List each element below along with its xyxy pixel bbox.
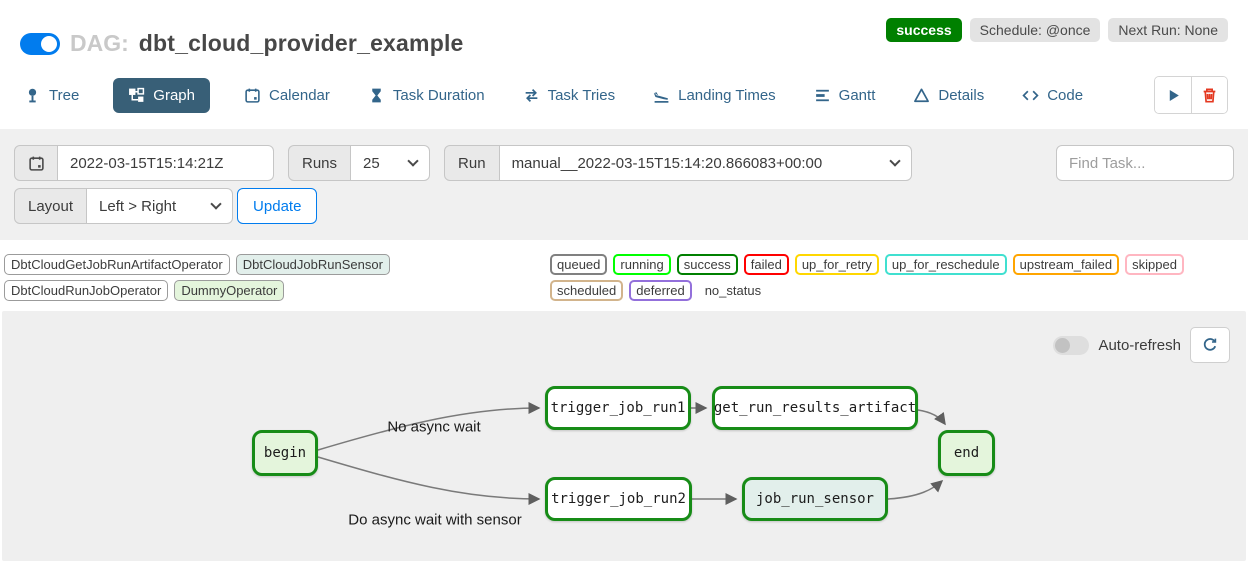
status-badge-deferred: deferred — [629, 280, 692, 301]
view-tabbar: Tree Graph Calendar Task Duration Task Tries… — [0, 75, 1248, 115]
edge-job_run_sensor-to-end — [887, 480, 944, 500]
tab-label: Gantt — [838, 86, 876, 104]
dag-graph-canvas: Auto-refresh begin trigger_job_run1 get_ru… — [2, 311, 1246, 561]
status-badge-up_for_reschedule: up_for_reschedule — [884, 254, 1007, 275]
toggle-knob — [1055, 337, 1071, 353]
task-node-begin[interactable]: begin — [252, 430, 318, 476]
tab-details[interactable]: Details — [909, 78, 988, 113]
status-badge-success: success — [676, 254, 738, 275]
trigger-dag-button[interactable] — [1155, 77, 1191, 113]
refresh-button[interactable] — [1190, 327, 1230, 363]
task-node-trigger_job_run1[interactable]: trigger_job_run1 — [545, 386, 691, 430]
dag-prefix-label: DAG: — [70, 30, 129, 56]
tab-label: Task Tries — [547, 86, 616, 104]
trash-icon — [1203, 87, 1216, 103]
runs-count-select[interactable]: 25 — [351, 145, 431, 181]
auto-refresh-label: Auto-refresh — [1098, 336, 1181, 354]
update-button[interactable]: Update — [237, 188, 318, 224]
chevron-down-icon — [210, 198, 222, 210]
graph-icon — [128, 87, 145, 104]
schedule-badge: Schedule: @once — [969, 18, 1101, 42]
details-icon — [913, 87, 930, 104]
runs-count-value: 25 — [363, 154, 380, 172]
tab-label: Graph — [153, 86, 195, 104]
tab-label: Task Duration — [392, 86, 485, 104]
calendar-icon — [244, 87, 261, 104]
refresh-icon — [1203, 338, 1217, 351]
status-badge: success — [886, 18, 962, 42]
tab-graph[interactable]: Graph — [113, 77, 210, 113]
task-node-job_run_sensor[interactable]: job_run_sensor — [742, 477, 888, 521]
toggle-knob — [41, 35, 57, 52]
dag-header: DAG: dbt_cloud_provider_example success … — [0, 0, 1248, 57]
tab-task-tries[interactable]: Task Tries — [519, 78, 620, 113]
play-icon — [1169, 89, 1179, 101]
tab-label: Details — [938, 86, 985, 104]
runs-label: Runs — [288, 145, 352, 181]
chevron-down-icon — [407, 155, 419, 167]
status-badge-no_status: no_status — [704, 283, 762, 298]
repeat-icon — [523, 87, 540, 104]
edge-get_run_results_artifact-to-end — [917, 409, 946, 426]
dag-pause-toggle[interactable] — [20, 32, 60, 55]
tab-task-duration[interactable]: Task Duration — [364, 78, 489, 113]
tab-label: Landing Times — [678, 86, 776, 104]
header-badges: success Schedule: @once Next Run: None — [886, 18, 1228, 42]
task-node-end[interactable]: end — [938, 430, 995, 476]
tab-tree[interactable]: Tree — [20, 78, 83, 113]
layout-select-value: Left > Right — [99, 197, 177, 215]
next-run-badge: Next Run: None — [1108, 18, 1228, 42]
delete-dag-button[interactable] — [1191, 77, 1227, 113]
plane-landing-icon — [653, 87, 670, 104]
run-select-value: manual__2022-03-15T15:14:20.866083+00:00 — [511, 154, 823, 172]
graph-edges — [317, 402, 946, 505]
filter-bar: Runs 25 Run manual__2022-03-15T15:14:20.… — [0, 129, 1248, 240]
edge-label: Do async wait with sensor — [348, 511, 522, 529]
tree-icon — [24, 87, 41, 104]
dag-action-buttons — [1154, 76, 1228, 114]
hourglass-icon — [368, 87, 385, 104]
status-badge-scheduled: scheduled — [550, 280, 624, 301]
execution-date-input[interactable] — [58, 145, 274, 181]
status-badge-up_for_retry: up_for_retry — [794, 254, 879, 275]
status-badge-running: running — [613, 254, 671, 275]
task-node-trigger_job_run2[interactable]: trigger_job_run2 — [545, 477, 692, 521]
code-icon — [1022, 87, 1039, 104]
calendar-icon — [28, 156, 44, 171]
layout-select[interactable]: Left > Right — [87, 188, 234, 224]
refresh-controls: Auto-refresh — [1053, 327, 1230, 363]
page-title: dbt_cloud_provider_example — [138, 30, 464, 56]
layout-label: Layout — [14, 188, 88, 224]
gantt-icon — [814, 87, 831, 104]
status-badge-upstream_failed: upstream_failed — [1012, 254, 1120, 275]
date-picker-button[interactable] — [14, 145, 58, 181]
tab-calendar[interactable]: Calendar — [240, 78, 334, 113]
find-task-input[interactable] — [1056, 145, 1234, 181]
status-badge-skipped: skipped — [1125, 254, 1184, 275]
run-label: Run — [444, 145, 500, 181]
edge-begin-to-trigger_job_run1 — [317, 402, 541, 451]
tab-landing-times[interactable]: Landing Times — [649, 78, 780, 113]
status-badge-queued: queued — [550, 254, 608, 275]
operator-badge: DummyOperator — [174, 280, 285, 301]
status-badge-failed: failed — [743, 254, 789, 275]
operator-badge: DbtCloudGetJobRunArtifactOperator — [4, 254, 230, 275]
tab-label: Code — [1047, 86, 1084, 104]
task-node-get_run_results_artifact[interactable]: get_run_results_artifact — [712, 386, 918, 430]
tab-gantt[interactable]: Gantt — [810, 78, 880, 113]
operator-badge: DbtCloudJobRunSensor — [235, 254, 390, 275]
operator-badge: DbtCloudRunJobOperator — [4, 280, 169, 301]
tab-code[interactable]: Code — [1018, 78, 1087, 113]
chevron-down-icon — [888, 155, 901, 167]
auto-refresh-toggle[interactable] — [1053, 335, 1090, 355]
tab-label: Calendar — [269, 86, 330, 104]
tab-label: Tree — [49, 86, 80, 104]
run-select[interactable]: manual__2022-03-15T15:14:20.866083+00:00 — [499, 145, 912, 181]
edge-label: No async wait — [387, 418, 481, 436]
edge-begin-to-trigger_job_run2 — [317, 456, 541, 505]
